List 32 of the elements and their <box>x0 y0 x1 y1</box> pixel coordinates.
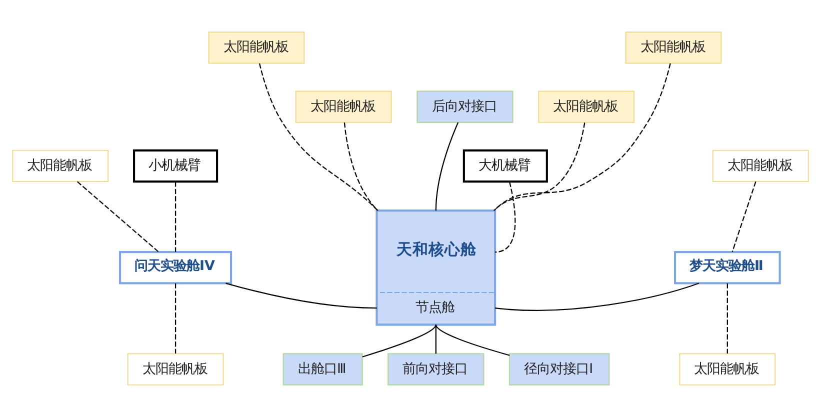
connector <box>226 282 377 308</box>
connector <box>435 324 510 356</box>
connector <box>344 122 378 210</box>
node-box: 后向对接口 <box>416 90 514 123</box>
node-box: 太阳能帆板 <box>127 352 224 385</box>
node-box: 太阳能帆板 <box>679 352 776 385</box>
node-box: 太阳能帆板 <box>208 31 305 64</box>
connector <box>174 282 176 353</box>
connector <box>726 282 728 353</box>
node-box: 太阳能帆板 <box>712 149 809 182</box>
connector <box>495 282 700 310</box>
node-box: 小机械臂 <box>133 148 218 182</box>
node-box: 太阳能帆板 <box>538 90 635 122</box>
connector <box>494 62 671 210</box>
node-box: 前向对接口 <box>388 352 484 385</box>
connector <box>362 324 436 357</box>
connector <box>174 181 176 252</box>
node-box: 问天实验舱IV <box>119 250 232 284</box>
connector <box>494 181 516 252</box>
connector <box>435 122 459 210</box>
connector <box>732 181 756 252</box>
node-box: 大机械臂 <box>462 148 548 182</box>
connector <box>77 180 159 252</box>
connector <box>494 122 586 210</box>
node-box: 出舱口Ⅲ <box>282 352 363 385</box>
connector <box>258 62 378 210</box>
node-box: 梦天实验舱Ⅱ <box>674 250 781 284</box>
node-box: 径向对接口Ⅰ <box>508 352 610 385</box>
connector <box>435 324 436 354</box>
node-box: 太阳能帆板 <box>295 90 392 122</box>
node-box: 太阳能帆板 <box>625 31 722 64</box>
node-box: 太阳能帆板 <box>12 149 109 182</box>
